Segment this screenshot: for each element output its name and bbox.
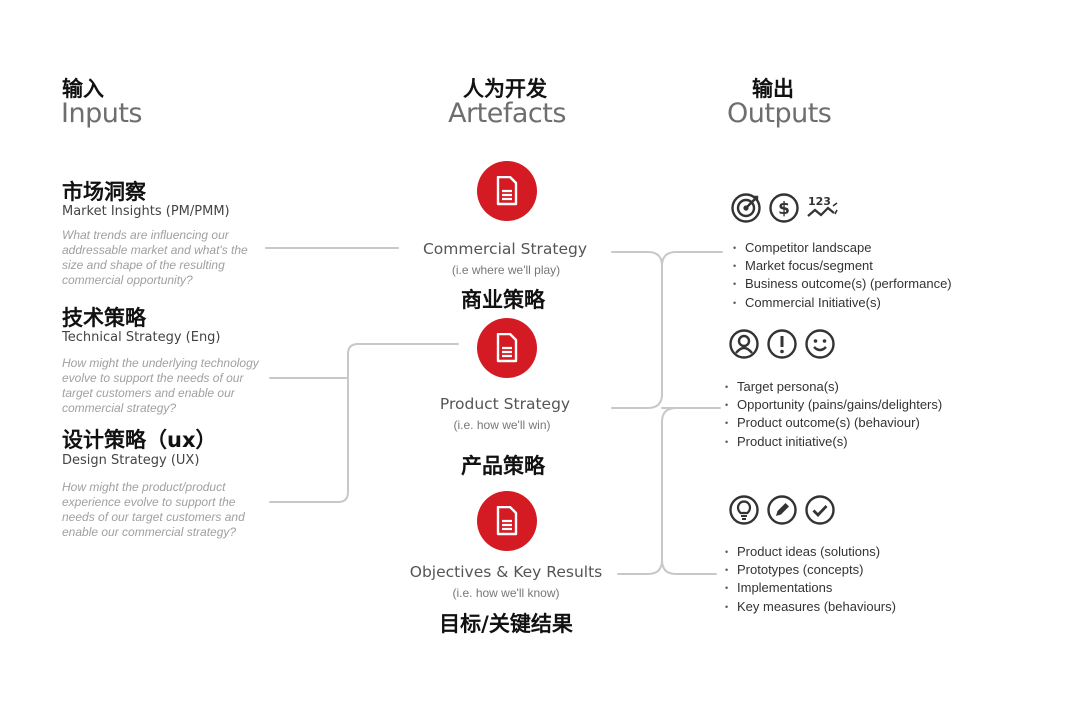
output-3-list: Product ideas (solutions) Prototypes (co… xyxy=(725,543,896,616)
artefact-product-sub: (i.e. how we'll win) xyxy=(453,418,551,432)
connector-brace-to-output-3 xyxy=(661,559,717,575)
input-design-title-zh: 设计策略（ux） xyxy=(62,428,217,452)
numbers-trend-text: 123 xyxy=(808,195,831,208)
output-2-icons xyxy=(728,328,836,360)
list-item: Target persona(s) xyxy=(725,378,942,396)
artefacts-heading-zh: 人为开发 xyxy=(463,77,547,101)
input-market-description: What trends are influencing our addressa… xyxy=(62,228,248,287)
outputs-heading-en: Outputs xyxy=(727,98,832,129)
output-3-icons xyxy=(728,494,836,526)
svg-text:$: $ xyxy=(778,199,790,219)
smiley-icon xyxy=(805,329,835,359)
output-1-list: Competitor landscape Market focus/segmen… xyxy=(733,239,952,312)
artefact-commercial-sub: (i.e where we'll play) xyxy=(451,263,561,277)
list-item: Commercial Initiative(s) xyxy=(733,294,952,312)
list-item: Product outcome(s) (behaviour) xyxy=(725,414,942,432)
outputs-heading-zh: 输出 xyxy=(752,77,794,101)
artefact-commercial-name: Commercial Strategy xyxy=(422,240,588,258)
list-item: Competitor landscape xyxy=(733,239,952,257)
commercial-document-icon xyxy=(477,161,537,221)
product-document-icon xyxy=(477,318,537,378)
okr-document-icon xyxy=(477,491,537,551)
list-item: Implementations xyxy=(725,579,896,597)
numbers-trend-icon: 123 xyxy=(807,195,838,217)
user-icon xyxy=(729,329,759,359)
artefact-okr-zh: 目标/关键结果 xyxy=(439,612,573,636)
inputs-heading-zh: 输入 xyxy=(62,77,104,101)
lightbulb-icon xyxy=(729,495,759,525)
list-item: Market focus/segment xyxy=(733,257,952,275)
artefact-product-name: Product Strategy xyxy=(439,395,571,413)
connector-brace-to-output-1 xyxy=(661,251,723,267)
exclamation-icon xyxy=(767,329,797,359)
inputs-heading-en: Inputs xyxy=(61,98,142,129)
artefact-product-zh: 产品策略 xyxy=(461,454,545,478)
connector-commercial-to-brace xyxy=(611,251,663,409)
connector-tech-design-to-product xyxy=(269,343,459,503)
output-1-icons: $ 123 xyxy=(730,192,840,224)
input-technical-title-en: Technical Strategy (Eng) xyxy=(62,330,221,345)
input-design-description: How might the product/product experience… xyxy=(62,480,245,539)
list-item: Business outcome(s) (performance) xyxy=(733,275,952,293)
list-item: Product ideas (solutions) xyxy=(725,543,896,561)
input-technical-description: How might the underlying technology evol… xyxy=(62,356,259,415)
dollar-icon: $ xyxy=(769,193,799,223)
output-2-list: Target persona(s) Opportunity (pains/gai… xyxy=(725,378,942,451)
input-technical-title-zh: 技术策略 xyxy=(62,306,146,330)
artefact-okr-name: Objectives & Key Results xyxy=(409,563,603,581)
checkmark-icon xyxy=(805,495,835,525)
input-market-title-en: Market Insights (PM/PMM) xyxy=(62,204,230,219)
connector-okr-to-brace xyxy=(617,407,677,575)
artefact-okr-sub: (i.e. how we'll know) xyxy=(452,586,560,600)
list-item: Key measures (behaviours) xyxy=(725,598,896,616)
target-icon xyxy=(731,193,761,223)
artefacts-heading-en: Artefacts xyxy=(448,98,566,129)
artefact-commercial-zh: 商业策略 xyxy=(461,288,545,312)
input-market-title-zh: 市场洞察 xyxy=(62,180,146,204)
pencil-icon xyxy=(767,495,797,525)
list-item: Product initiative(s) xyxy=(725,433,942,451)
list-item: Prototypes (concepts) xyxy=(725,561,896,579)
list-item: Opportunity (pains/gains/delighters) xyxy=(725,396,942,414)
input-design-title-en: Design Strategy (UX) xyxy=(62,453,200,468)
